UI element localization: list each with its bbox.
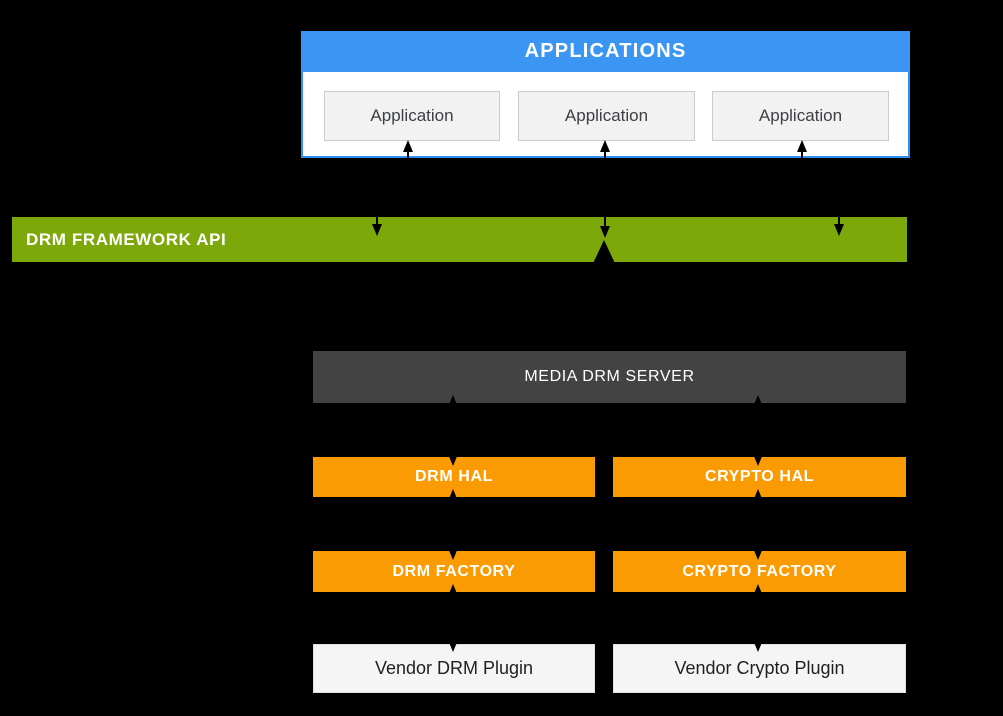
drm-framework-api-bar: DRM FRAMEWORK API [12,217,907,262]
applications-header-label: APPLICATIONS [524,40,687,62]
drm-factory-label: DRM FACTORY [392,562,516,580]
vendor-crypto-plugin-box: Vendor Crypto Plugin [613,644,906,693]
arrow-up-icon [600,140,610,152]
application-label-3: Application [758,106,843,125]
arrow-stem [603,268,606,351]
arrow-up-icon [589,240,619,272]
arrow-stem [452,589,454,647]
arrow-stem [407,148,409,217]
drm-hal-label: DRM HAL [415,468,493,485]
arrow-down-icon [448,454,458,466]
application-box-3: Application [712,91,889,141]
application-label-2: Application [564,106,649,125]
arrow-down-icon [600,226,610,238]
arrow-stem [757,589,759,647]
arrow-stem [838,161,840,226]
arrow-stem [757,494,759,552]
media-drm-server-bar: MEDIA DRM SERVER [313,351,906,403]
drm-framework-api-label: DRM FRAMEWORK API [26,229,227,249]
arrow-down-icon [753,640,763,652]
arrow-stem [604,161,606,227]
crypto-hal-label: CRYPTO HAL [704,468,815,485]
vendor-drm-plugin-label: Vendor DRM Plugin [374,658,534,678]
arrow-down-icon [753,548,763,560]
arrow-down-icon [448,640,458,652]
arrow-up-icon [797,140,807,152]
arrow-stem [376,161,378,226]
arrow-stem [452,400,454,458]
crypto-factory-label: CRYPTO FACTORY [682,562,837,580]
applications-header: APPLICATIONS [301,31,910,72]
arrow-stem [452,494,454,552]
arrow-down-icon [834,224,844,236]
vendor-crypto-plugin-label: Vendor Crypto Plugin [674,658,845,678]
arrow-down-icon [372,224,382,236]
application-label-1: Application [370,106,454,125]
application-box-2: Application [518,91,695,141]
arrow-up-icon [403,140,413,152]
application-box-1: Application [324,91,500,141]
arrow-stem [757,400,759,458]
arrow-down-icon [448,548,458,560]
media-drm-server-label: MEDIA DRM SERVER [524,368,695,385]
arrow-down-icon [753,454,763,466]
arrow-stem [801,148,803,217]
